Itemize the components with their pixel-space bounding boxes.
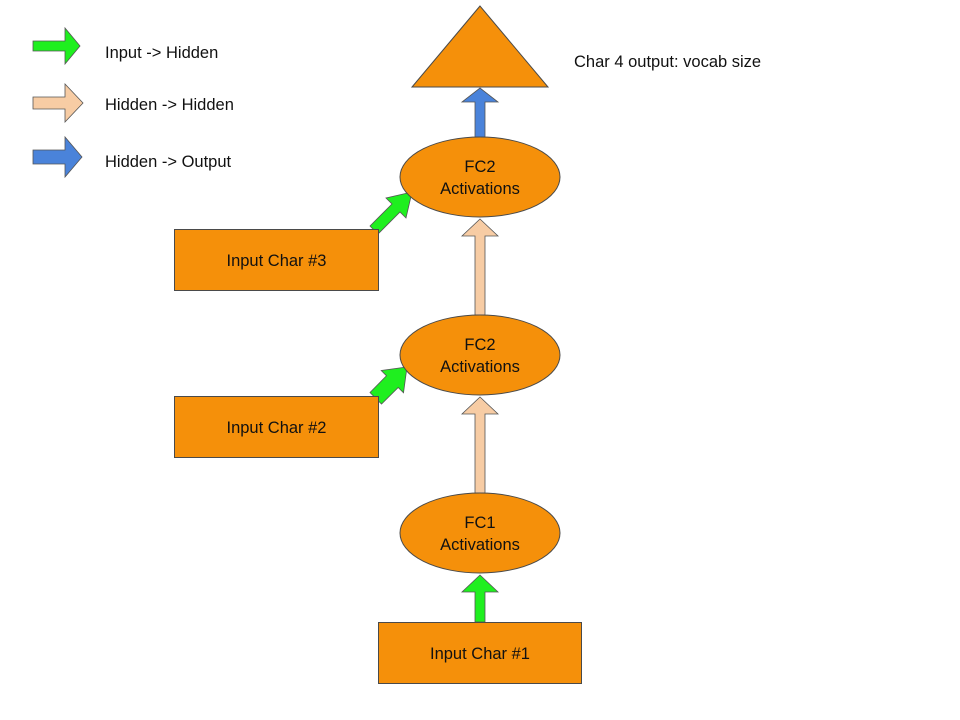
fc1-node: FC1 Activations	[399, 492, 561, 574]
legend-hidden-hidden-arrow-icon	[32, 82, 84, 124]
input-char-1-label: Input Char #1	[430, 645, 530, 663]
fc2-middle-title: FC2	[464, 336, 495, 354]
hidden-hidden-arrow-upper	[460, 218, 500, 316]
input-hidden-arrow-1	[460, 574, 500, 623]
fc2-top-title: FC2	[464, 158, 495, 176]
output-triangle	[410, 5, 550, 88]
input-hidden-arrow-3	[369, 191, 413, 235]
output-label: Char 4 output: vocab size	[574, 53, 761, 71]
legend-hidden-output-label: Hidden -> Output	[105, 153, 232, 171]
fc2-top-node: FC2 Activations	[399, 136, 561, 218]
input-hidden-arrow-2	[369, 366, 408, 405]
fc2-middle-node: FC2 Activations	[399, 314, 561, 396]
legend: Input -> Hidden Hidden -> Hidden Hidden …	[32, 26, 234, 179]
fc2-middle-subtitle: Activations	[440, 358, 520, 376]
hidden-output-arrow	[460, 87, 500, 138]
fc2-top-subtitle: Activations	[440, 180, 520, 198]
legend-input-hidden-label: Input -> Hidden	[105, 44, 218, 62]
input-char-2-label: Input Char #2	[227, 419, 327, 437]
legend-hidden-hidden-label: Hidden -> Hidden	[105, 96, 234, 114]
fc1-title: FC1	[464, 514, 495, 532]
input-char-3-label: Input Char #3	[227, 252, 327, 270]
legend-hidden-output-arrow-icon	[32, 135, 83, 179]
input-char-1-node: Input Char #1	[378, 622, 582, 684]
input-char-2-node: Input Char #2	[174, 396, 379, 458]
fc1-subtitle: Activations	[440, 536, 520, 554]
input-char-3-node: Input Char #3	[174, 229, 379, 291]
hidden-hidden-arrow-lower	[460, 396, 500, 494]
legend-input-hidden-arrow-icon	[32, 26, 81, 66]
